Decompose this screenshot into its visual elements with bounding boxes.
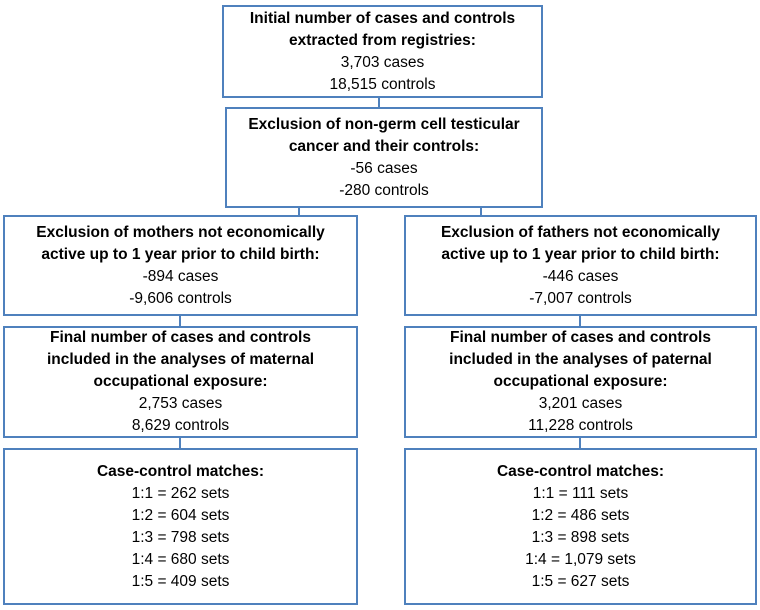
box-value-line: 1:4 = 680 sets <box>131 550 230 568</box>
box-value-line: -446 cases <box>542 267 619 285</box>
box-value-line: 8,629 controls <box>131 417 230 434</box>
box-value-line: 3,703 cases <box>340 53 425 71</box>
box-case-control-matches-paternal: Case-control matches: 1:1 = 111 sets 1:2… <box>404 448 757 605</box>
connector-fathers-to-final-paternal <box>579 314 581 326</box>
box-title-line: Final number of cases and controls <box>450 329 711 346</box>
box-value-line: 1:1 = 111 sets <box>532 484 629 502</box>
box-case-control-matches-maternal: Case-control matches: 1:1 = 262 sets 1:2… <box>3 448 358 605</box>
connector-final-to-matches-maternal <box>179 436 181 448</box>
box-value-line: -9,606 controls <box>129 289 232 307</box>
box-title-line: cancer and their controls: <box>288 137 480 155</box>
box-value-line: -280 controls <box>339 181 429 199</box>
box-value-line: 1:3 = 898 sets <box>531 528 630 546</box>
connector-initial-to-exclusion <box>378 96 380 107</box>
box-value-line: 1:1 = 262 sets <box>131 484 230 502</box>
box-title-line: occupational exposure: <box>493 373 668 390</box>
box-title-line: Exclusion of mothers not economically <box>36 223 325 241</box>
box-final-maternal: Final number of cases and controls inclu… <box>3 326 358 438</box>
box-title-line: Initial number of cases and controls <box>249 9 516 27</box>
box-exclusion-non-germ-cell: Exclusion of non-germ cell testicular ca… <box>225 107 543 208</box>
box-value-line: 2,753 cases <box>138 395 223 412</box>
box-title-line: Exclusion of fathers not economically <box>440 223 721 241</box>
box-initial-cases-controls: Initial number of cases and controls ext… <box>222 5 543 98</box>
connector-mothers-to-final-maternal <box>179 314 181 326</box>
box-exclusion-mothers: Exclusion of mothers not economically ac… <box>3 215 358 316</box>
box-value-line: 1:4 = 1,079 sets <box>525 550 636 568</box>
box-value-line: 11,228 controls <box>528 417 633 434</box>
box-value-line: 1:5 = 627 sets <box>531 572 630 590</box>
box-title-line: occupational exposure: <box>93 373 268 390</box>
box-value-line: 1:2 = 486 sets <box>531 506 630 524</box>
box-exclusion-fathers: Exclusion of fathers not economically ac… <box>404 215 757 316</box>
box-title-line: included in the analyses of maternal <box>46 351 315 368</box>
box-value-line: -894 cases <box>142 267 219 285</box>
box-title-line: active up to 1 year prior to child birth… <box>41 245 320 263</box>
box-value-line: 18,515 controls <box>329 75 436 93</box>
box-value-line: -56 cases <box>350 159 418 177</box>
box-title-line: Exclusion of non-germ cell testicular <box>248 115 520 133</box>
box-final-paternal: Final number of cases and controls inclu… <box>404 326 757 438</box>
box-title-line: active up to 1 year prior to child birth… <box>441 245 720 263</box>
box-title-line: Case-control matches: <box>496 462 665 480</box>
box-value-line: 1:3 = 798 sets <box>131 528 230 546</box>
box-value-line: -7,007 controls <box>529 289 632 307</box>
box-value-line: 3,201 cases <box>538 395 623 412</box>
box-title-line: extracted from registries: <box>289 31 476 49</box>
connector-exclusion-to-fathers <box>480 206 482 215</box>
box-title-line: included in the analyses of paternal <box>449 351 712 368</box>
box-title-line: Case-control matches: <box>96 462 265 480</box>
box-title-line: Final number of cases and controls <box>50 329 311 346</box>
connector-exclusion-to-mothers <box>298 206 300 215</box>
connector-final-to-matches-paternal <box>579 436 581 448</box>
box-value-line: 1:5 = 409 sets <box>131 572 230 590</box>
box-value-line: 1:2 = 604 sets <box>131 506 230 524</box>
